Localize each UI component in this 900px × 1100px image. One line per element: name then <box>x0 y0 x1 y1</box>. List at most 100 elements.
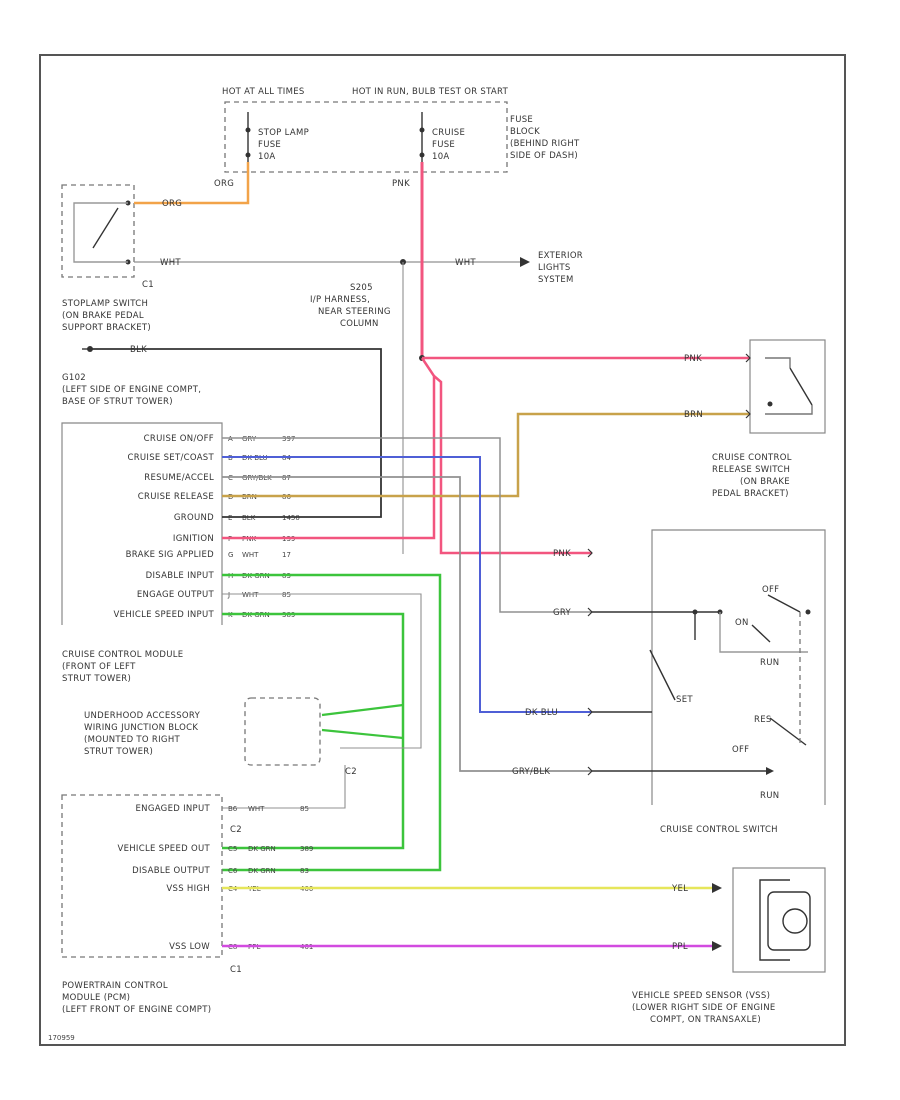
hot-at-all-times-label: HOT AT ALL TIMES <box>222 87 305 97</box>
fuse-block-label: FUSE <box>510 115 533 125</box>
release-switch-label: (ON BRAKE <box>740 477 790 487</box>
release-switch-label: PEDAL BRACKET) <box>712 489 789 499</box>
pcm-pin-label: VSS LOW <box>169 942 210 952</box>
wht-engaged-input-wire <box>222 765 346 809</box>
org-wire-label-top: ORG <box>214 179 234 189</box>
splice-s205-label: I/P HARNESS, <box>310 295 370 305</box>
on-off-contact <box>805 609 811 615</box>
stop-lamp-fuse-label: FUSE <box>258 140 281 150</box>
on-off-switch-blade <box>767 594 801 613</box>
ccm-pin-wire: GRY <box>242 435 257 443</box>
pcm-pin-label: ENGAGED INPUT <box>136 804 211 814</box>
cruise-control-module-outline <box>61 422 223 625</box>
connector-contact-icon <box>587 766 593 776</box>
connector-contact-icon <box>587 607 593 617</box>
vss-connector-arrow <box>712 941 722 951</box>
dk-blu-wire-label: DK BLU <box>525 708 558 718</box>
org-wire-label: ORG <box>162 199 182 209</box>
stoplamp-switch-label: STOPLAMP SWITCH <box>62 299 148 309</box>
ccm-pin-wire: GRY/BLK <box>242 474 272 482</box>
release-switch-label: CRUISE CONTROL <box>712 453 792 463</box>
release-switch-contact <box>767 401 773 407</box>
brn-wire <box>222 412 750 498</box>
stoplamp-switch-outline <box>61 184 135 278</box>
pnk-wire-label-top: PNK <box>392 179 410 189</box>
gry-blk-wire <box>222 476 592 772</box>
pnk-wire-ignition <box>222 357 436 540</box>
splice-s205-label: NEAR STEERING <box>318 307 391 317</box>
g102-label: BASE OF STRUT TOWER) <box>62 397 173 407</box>
release-switch-frame <box>765 405 813 415</box>
ccm-pin-circuit: 1450 <box>282 514 300 522</box>
junction-block-label: UNDERHOOD ACCESSORY <box>84 711 201 721</box>
control-switch-outline <box>651 529 826 805</box>
blk-ground-wire <box>90 348 382 518</box>
release-switch-blade <box>789 367 813 406</box>
pcm-c2-label: C2 <box>230 825 242 835</box>
exterior-lights-label: EXTERIOR <box>538 251 583 261</box>
pcm-pin-circuit: 83 <box>300 867 309 875</box>
off-label: OFF <box>762 585 779 595</box>
pcm-label: MODULE (PCM) <box>62 993 130 1003</box>
fuse-block-label: (BEHIND RIGHT <box>510 139 580 149</box>
ccm-pin-label: CRUISE ON/OFF <box>144 434 214 444</box>
pcm-pin-wire: DK GRN <box>248 867 276 875</box>
junction-c2-label: C2 <box>345 767 357 777</box>
ccm-pin-id: G <box>228 551 233 559</box>
vss-connector-arrow <box>712 883 722 893</box>
ccm-pin-circuit: 87 <box>282 474 291 482</box>
run-switch-blade <box>751 624 771 643</box>
ccm-pin-label: BRAKE SIG APPLIED <box>126 550 215 560</box>
pcm-pin-label: DISABLE OUTPUT <box>132 866 210 876</box>
ccm-pin-label: CRUISE SET/COAST <box>127 453 214 463</box>
res-arrow <box>766 767 774 775</box>
set-switch-blade <box>649 649 676 701</box>
ccm-pin-circuit: 85 <box>282 591 291 599</box>
connector-contact-icon <box>587 548 593 558</box>
pcm-pin-id: B6 <box>228 805 238 813</box>
yel-wire-label: YEL <box>671 884 688 894</box>
stoplamp-switch-frame <box>73 202 128 263</box>
ccm-label: CRUISE CONTROL MODULE <box>62 650 183 660</box>
ccm-pin-label: RESUME/ACCEL <box>144 473 214 483</box>
stop-lamp-fuse-label: STOP LAMP <box>258 128 309 138</box>
splice-s205-label: COLUMN <box>340 319 379 329</box>
ccm-pin-label: VEHICLE SPEED INPUT <box>114 610 215 620</box>
pnk-wire-switch <box>433 375 592 555</box>
ccm-pin-label: DISABLE INPUT <box>146 571 215 581</box>
pcm-pin-id: C6 <box>228 867 238 875</box>
vss-outline <box>732 867 826 973</box>
run-label-upper: RUN <box>760 658 779 668</box>
dk-grn-junction-wire <box>321 703 404 717</box>
stoplamp-switch-label: (ON BRAKE PEDAL <box>62 311 144 321</box>
dk-grn-junction-wire <box>321 728 404 740</box>
off-label-lower: OFF <box>732 745 749 755</box>
set-label: SET <box>676 695 693 705</box>
ppl-wire-label: PPL <box>672 942 688 952</box>
connector-contact-icon <box>745 353 751 363</box>
wht-wire-label: WHT <box>160 258 181 268</box>
pcm-pin-circuit: 85 <box>300 805 309 813</box>
pcm-pin-label: VEHICLE SPEED OUT <box>117 844 210 854</box>
ccm-pin-label: ENGAGE OUTPUT <box>137 590 215 600</box>
ccm-pin-id: J <box>227 591 230 599</box>
exterior-lights-label: SYSTEM <box>538 275 574 285</box>
pcm-pin-label: VSS HIGH <box>166 884 210 894</box>
run-label-lower: RUN <box>760 791 779 801</box>
junction-block-label: (MOUNTED TO RIGHT <box>84 735 181 745</box>
org-wire <box>134 162 250 205</box>
stop-lamp-fuse-rating: 10A <box>258 152 276 162</box>
ccm-pin-circuit: 397 <box>282 435 295 443</box>
pcm-outline <box>61 794 223 958</box>
splice-s205-label: S205 <box>350 283 373 293</box>
ccm-label: STRUT TOWER) <box>62 674 131 684</box>
junction-block-outline <box>244 697 321 766</box>
ccm-pin-wire: WHT <box>242 551 259 559</box>
control-switch-node <box>692 609 698 615</box>
ccm-pin-circuit: 17 <box>282 551 291 559</box>
res-label: RES <box>754 715 772 725</box>
pnk-wire-label-switch: PNK <box>553 549 571 559</box>
